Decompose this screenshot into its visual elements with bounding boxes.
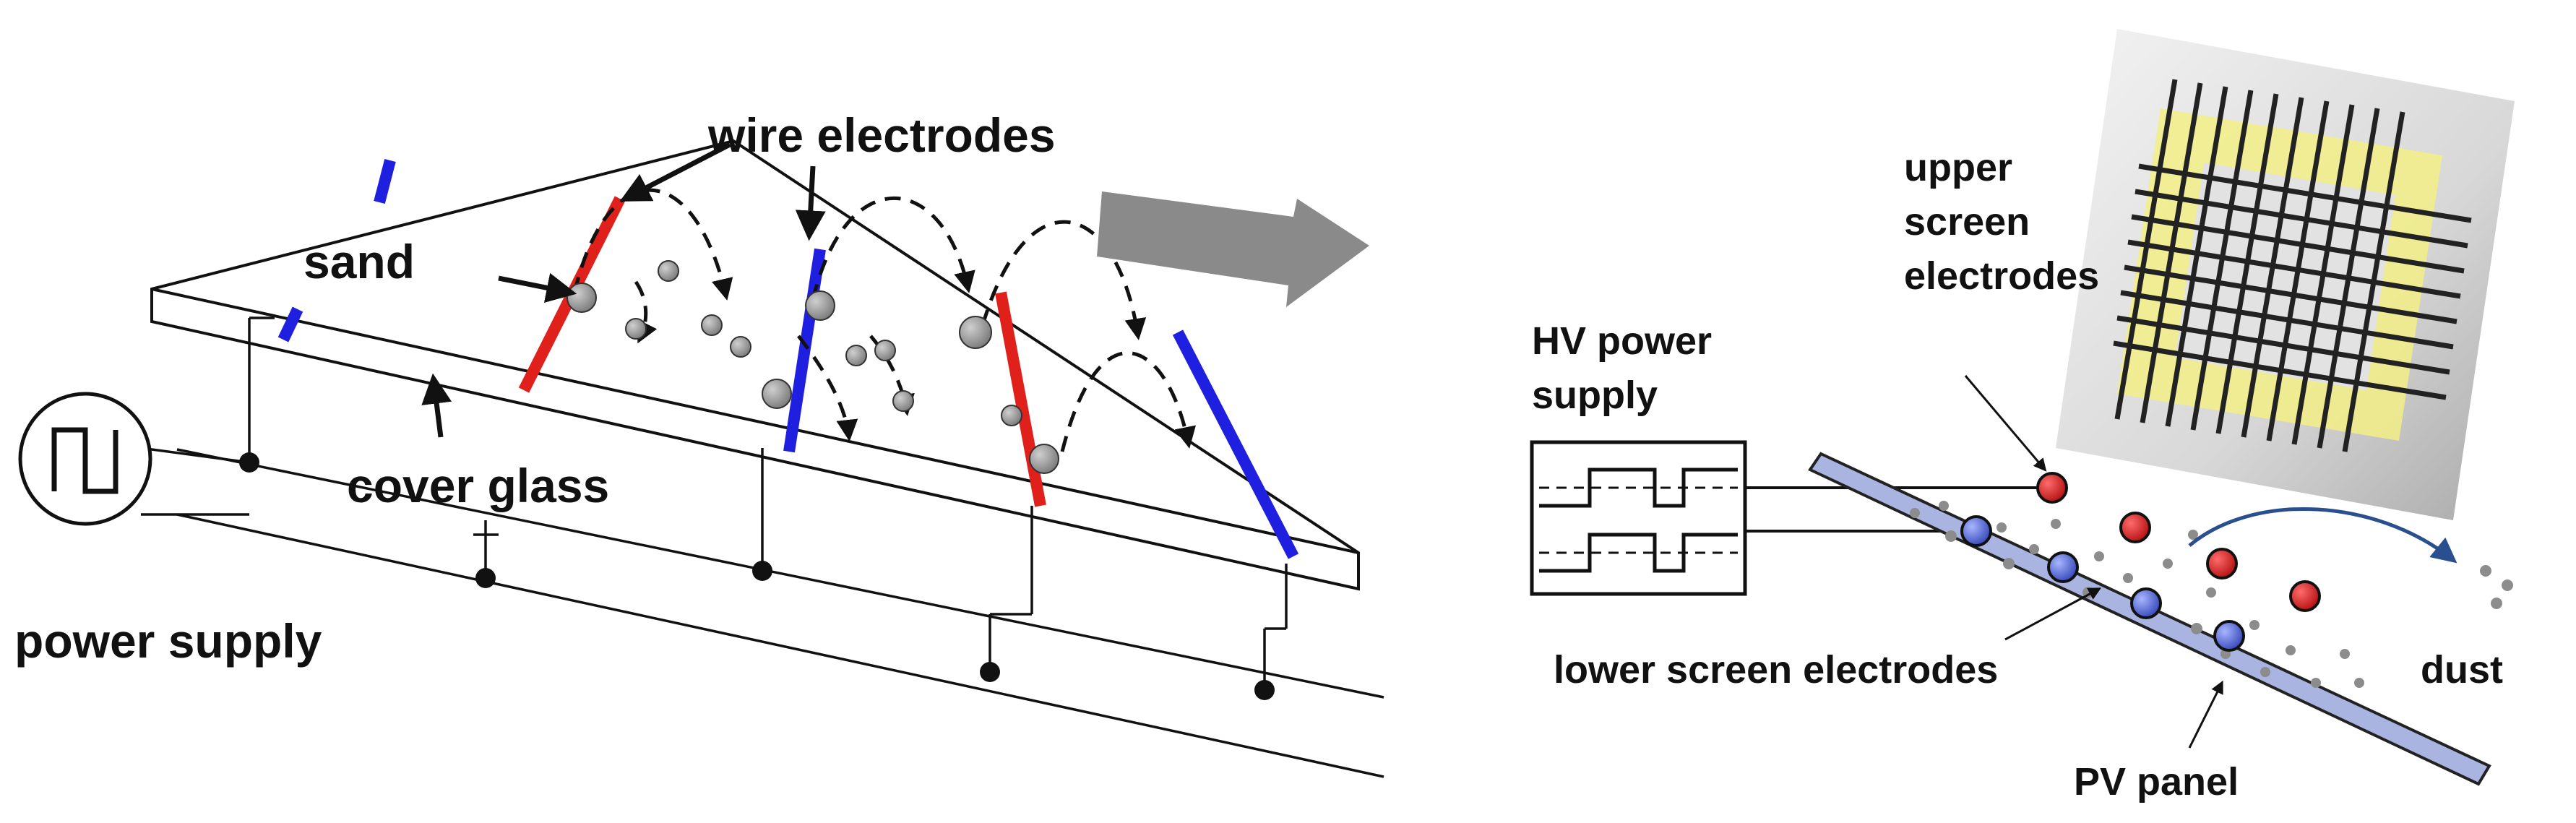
label-pointers — [421, 142, 826, 438]
dust-label: dust — [2421, 648, 2503, 691]
hv-supply-label-1: HV power — [1532, 319, 1712, 363]
pv-panel-label: PV panel — [2074, 760, 2239, 803]
upper-screen-label-1: upper — [1904, 146, 2012, 189]
upper-screen-label-3: electrodes — [1904, 254, 2099, 298]
upper-screen-label-2: screen — [1904, 200, 2030, 244]
left-panel: wire electrodes sand cover glass power s… — [14, 108, 1384, 778]
direction-arrow — [1097, 191, 1369, 307]
junction-dots — [239, 452, 1275, 700]
lower-electrodes — [1960, 515, 2245, 652]
electrode-red-2 — [995, 291, 1046, 507]
cover-glass — [150, 139, 1360, 591]
electrode-blue-3 — [1172, 329, 1299, 559]
right-panel: upper screen electrodes HV power supply … — [1530, 29, 2515, 803]
electrode-blue-2 — [783, 248, 826, 453]
electrode-blue-top — [374, 158, 396, 204]
dust-flow-arrow — [2188, 507, 2457, 564]
lower-screen-label: lower screen electrodes — [1554, 648, 1998, 691]
right-pointers — [1964, 375, 2223, 749]
cover-glass-label: cover glass — [347, 459, 609, 512]
electrode-blue-edge — [277, 306, 303, 342]
wire-electrodes-label: wire electrodes — [707, 108, 1056, 162]
device-photo — [2056, 29, 2515, 520]
sand-label: sand — [303, 235, 415, 288]
dust-particles — [1910, 501, 2513, 688]
hv-supply-box — [1530, 440, 1747, 596]
power-supply-label: power supply — [14, 614, 322, 668]
square-wave-source — [18, 392, 152, 526]
hv-supply-label-2: supply — [1532, 374, 1658, 417]
upper-electrodes — [2036, 472, 2321, 612]
